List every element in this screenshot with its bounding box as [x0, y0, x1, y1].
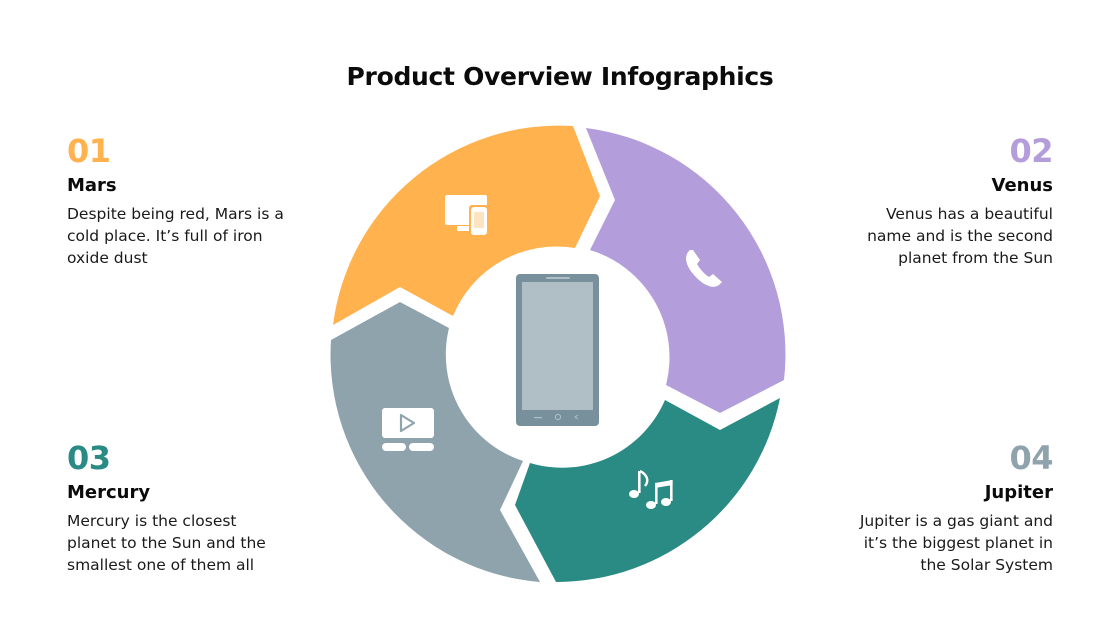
music-notes-icon: [629, 469, 673, 509]
description-line: smallest one of them all: [67, 556, 255, 574]
info-block-jupiter: 04 Jupiter Jupiter is a gas giant and it…: [803, 439, 1054, 576]
video-play-icon: [382, 408, 434, 451]
description-line: it’s the biggest planet in: [863, 534, 1053, 552]
step-number-04: 04: [1009, 439, 1053, 477]
info-block-venus: 02 Venus Venus has a beautiful name and …: [803, 133, 1053, 269]
step-number-03: 03: [67, 439, 111, 477]
description-line: name and is the second: [867, 227, 1053, 245]
phone-call-icon: [686, 250, 722, 287]
step-number-02: 02: [1009, 132, 1053, 170]
description-line: planet to the Sun and the: [67, 534, 266, 552]
step-number-01: 01: [67, 132, 111, 170]
step-title-mercury: Mercury: [67, 482, 151, 503]
description-line: Jupiter is a gas giant and: [859, 512, 1053, 530]
description-line: oxide dust: [67, 249, 148, 267]
info-block-mercury: 03 Mercury Mercury is the closest planet…: [67, 440, 317, 576]
description-line: cold place. It’s full of iron: [67, 227, 263, 245]
description-line: Mercury is the closest: [67, 512, 237, 530]
segment-mercury: [515, 398, 780, 583]
smartphone-icon: [516, 274, 599, 426]
step-description-jupiter: Jupiter is a gas giant and it’s the bigg…: [803, 510, 1053, 576]
description-line: Venus has a beautiful: [885, 205, 1053, 223]
step-title-jupiter: Jupiter: [984, 482, 1053, 503]
description-line: the Solar System: [920, 556, 1053, 574]
step-title-mars: Mars: [67, 175, 117, 196]
page-title: Product Overview Infographics: [346, 62, 774, 91]
devices-icon: [445, 195, 489, 235]
step-description-venus: Venus has a beautiful name and is the se…: [803, 203, 1053, 269]
step-title-venus: Venus: [991, 175, 1054, 196]
step-description-mars: Despite being red, Mars is a cold place.…: [67, 203, 317, 269]
segment-mars: [333, 125, 600, 326]
segment-venus: [586, 128, 786, 413]
step-description-mercury: Mercury is the closest planet to the Sun…: [67, 510, 317, 576]
description-line: planet from the Sun: [898, 249, 1053, 267]
segment-jupiter: [330, 302, 540, 582]
description-line: Despite being red, Mars is a: [67, 205, 284, 223]
info-block-mars: 01 Mars Despite being red, Mars is a col…: [67, 133, 317, 269]
